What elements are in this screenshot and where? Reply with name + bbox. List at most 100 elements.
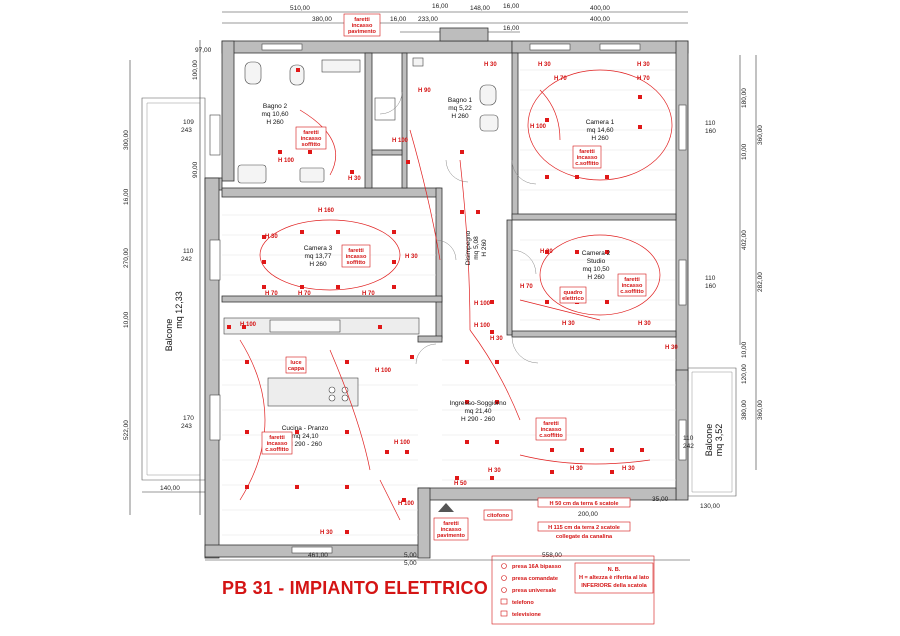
dim-left-16: 16,00 xyxy=(123,188,130,205)
svg-text:incasso: incasso xyxy=(441,527,462,533)
svg-text:H 115 cm da terra 2 scatole: H 115 cm da terra 2 scatole xyxy=(548,525,620,531)
dim-left-97: 97,00 xyxy=(195,47,212,54)
svg-text:H 30: H 30 xyxy=(622,466,635,472)
room-labels: Bagno 2 mq 10,60 H 260 Bagno 1 mq 5,22 H… xyxy=(164,97,724,456)
dim-left-10: 10,00 xyxy=(123,311,130,328)
svg-text:incasso: incasso xyxy=(267,441,288,447)
dim-top-400b: 400,00 xyxy=(590,16,610,23)
svg-text:H 100: H 100 xyxy=(278,158,295,164)
svg-text:presa comandate: presa comandate xyxy=(512,576,558,582)
room-camera1-name: Camera 1 xyxy=(586,119,615,126)
svg-text:H 100: H 100 xyxy=(394,440,411,446)
svg-text:c.soffitto: c.soffitto xyxy=(539,433,563,439)
dim-top-16a: 16,00 xyxy=(390,16,407,23)
svg-text:pavimento: pavimento xyxy=(437,533,466,539)
svg-text:faretti: faretti xyxy=(624,277,640,283)
svg-text:pavimento: pavimento xyxy=(348,29,377,35)
room-soggiorno-name: Ingresso-Soggiorno xyxy=(450,400,507,407)
svg-text:140,00: 140,00 xyxy=(160,485,180,492)
dim-left-300: 300,00 xyxy=(123,130,130,150)
svg-text:incasso: incasso xyxy=(541,427,562,433)
dim-right-180: 180,00 xyxy=(741,88,748,108)
svg-text:H 100: H 100 xyxy=(392,138,409,144)
svg-text:faretti: faretti xyxy=(303,130,319,136)
dim-top-233: 233,00 xyxy=(418,16,438,23)
svg-text:incasso: incasso xyxy=(622,283,643,289)
outlets xyxy=(227,68,644,534)
svg-text:Studio: Studio xyxy=(587,258,606,265)
svg-text:H 90: H 90 xyxy=(418,88,431,94)
svg-text:H 100: H 100 xyxy=(474,323,491,329)
room-bagno2-name: Bagno 2 xyxy=(263,103,288,110)
height-labels: H 30 H 30 H 30 H 70 H 70 H 100 H 90 H 10… xyxy=(240,62,678,536)
svg-text:H 30: H 30 xyxy=(348,176,361,182)
annotations: faretti incasso pavimento faretti incass… xyxy=(261,13,647,541)
svg-text:faretti: faretti xyxy=(348,248,364,254)
bottom-dimensions: 461,00 5,00 558,00 5,00 140,00 200,00 35… xyxy=(142,485,720,567)
legend: presa 16A bipasso presa comandate presa … xyxy=(491,555,655,625)
room-bagno1-name: Bagno 1 xyxy=(448,97,473,104)
doors xyxy=(379,91,539,365)
svg-text:faretti: faretti xyxy=(443,521,459,527)
svg-text:H 30: H 30 xyxy=(538,62,551,68)
svg-text:soffitto: soffitto xyxy=(302,142,322,148)
room-disimpegno-name: Disimpegno xyxy=(465,230,472,265)
svg-text:242: 242 xyxy=(181,256,192,263)
window-labels: 109 243 110 242 170 243 110 160 110 160 … xyxy=(181,119,716,450)
svg-text:110: 110 xyxy=(705,120,716,127)
svg-text:H 30: H 30 xyxy=(562,321,575,327)
svg-text:H 30: H 30 xyxy=(488,468,501,474)
svg-text:110: 110 xyxy=(683,435,694,442)
svg-text:H 260: H 260 xyxy=(481,239,488,257)
svg-text:H 30: H 30 xyxy=(665,345,678,351)
svg-text:collegate da canalina: collegate da canalina xyxy=(556,534,613,540)
floor-hatch xyxy=(222,69,676,536)
svg-text:H 290 - 260: H 290 - 260 xyxy=(288,441,322,448)
svg-text:citofono: citofono xyxy=(487,513,510,519)
dim-left-522: 522,00 xyxy=(123,420,130,440)
dim-right-380: 380,00 xyxy=(741,400,748,420)
svg-text:H 260: H 260 xyxy=(587,274,605,281)
svg-text:mq 21,40: mq 21,40 xyxy=(464,408,491,415)
svg-text:incasso: incasso xyxy=(352,23,373,29)
svg-text:109: 109 xyxy=(183,119,194,126)
svg-text:H 70: H 70 xyxy=(554,76,567,82)
svg-text:N. B.: N. B. xyxy=(608,567,621,573)
svg-text:H 290 - 260: H 290 - 260 xyxy=(461,416,495,423)
svg-text:H 30: H 30 xyxy=(320,530,333,536)
svg-text:160: 160 xyxy=(705,128,716,135)
svg-text:H 260: H 260 xyxy=(591,135,609,142)
room-camera2-name: Camera 2 xyxy=(582,250,611,257)
svg-text:5,00: 5,00 xyxy=(404,552,417,559)
balcony-left-outline xyxy=(141,97,206,481)
svg-text:incasso: incasso xyxy=(346,254,367,260)
top-dimensions: 510,00 380,00 16,00 233,00 16,00 16,00 1… xyxy=(222,3,688,33)
svg-text:H 30: H 30 xyxy=(540,249,553,255)
svg-text:H = altezza è riferita al lato: H = altezza è riferita al lato xyxy=(579,575,650,581)
svg-text:H 100: H 100 xyxy=(240,322,257,328)
dim-top-148: 148,00 xyxy=(470,5,490,12)
svg-text:H 30: H 30 xyxy=(405,254,418,260)
svg-text:c.soffitto: c.soffitto xyxy=(575,161,599,167)
svg-text:243: 243 xyxy=(181,423,192,430)
svg-text:170: 170 xyxy=(183,415,194,422)
svg-text:H 70: H 70 xyxy=(520,284,533,290)
dim-top-16d: 16,00 xyxy=(503,25,520,32)
dim-right-282: 282,00 xyxy=(757,272,764,292)
left-dimensions: 97,00 100,00 300,00 90,00 16,00 270,00 1… xyxy=(123,40,212,515)
svg-text:110: 110 xyxy=(183,248,194,255)
page-title: PB 31 - IMPIANTO ELETTRICO xyxy=(222,578,488,598)
wiring xyxy=(239,69,673,521)
svg-text:quadro: quadro xyxy=(564,290,584,296)
room-camera3-name: Camera 3 xyxy=(304,245,333,252)
svg-text:110: 110 xyxy=(705,275,716,282)
svg-text:243: 243 xyxy=(181,127,192,134)
dim-top-400a: 400,00 xyxy=(590,5,610,12)
svg-text:H 30: H 30 xyxy=(484,62,497,68)
svg-text:H 50: H 50 xyxy=(454,481,467,487)
dim-right-10b: 10,00 xyxy=(741,341,748,358)
svg-text:faretti: faretti xyxy=(354,17,370,23)
svg-text:presa 16A bipasso: presa 16A bipasso xyxy=(512,564,562,570)
svg-text:H 100: H 100 xyxy=(375,368,392,374)
